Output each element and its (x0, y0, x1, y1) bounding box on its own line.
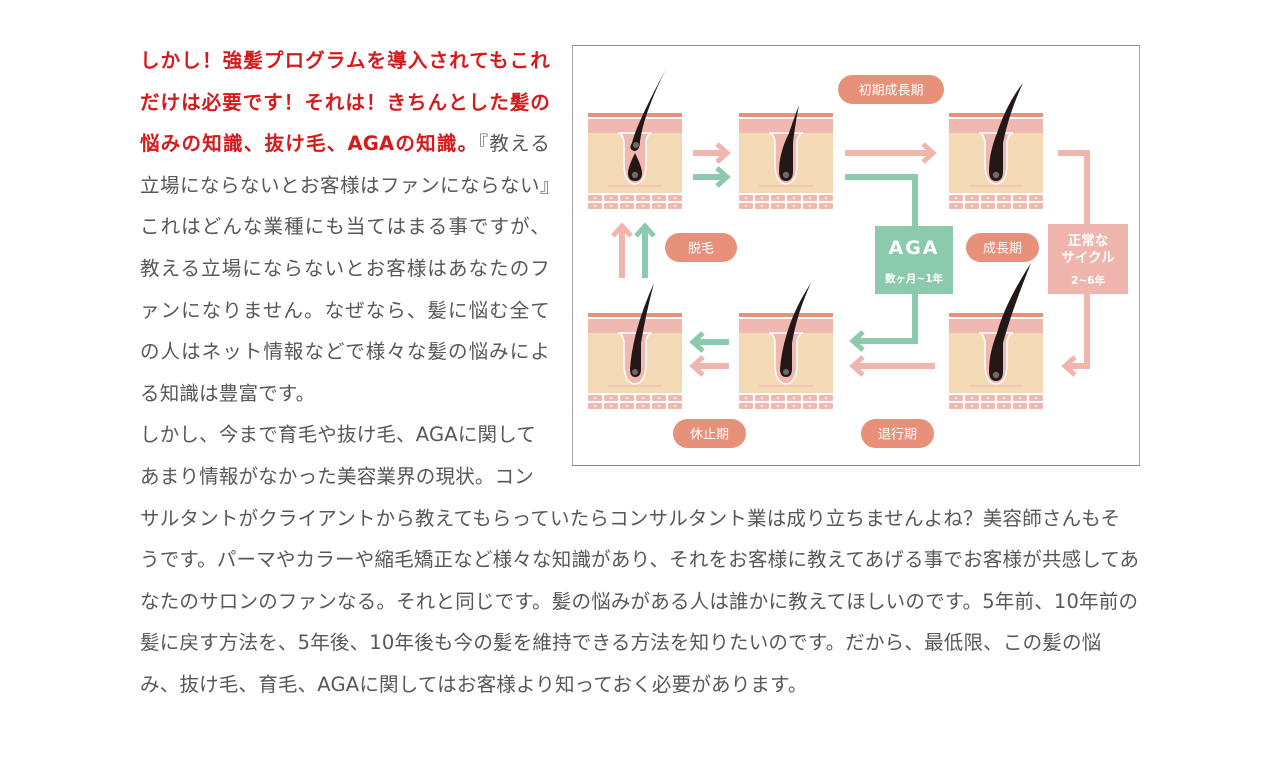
normal-cycle-box: 正常な サイクル 2~6年 (1048, 224, 1128, 294)
normal-cycle-path (1058, 150, 1090, 377)
skin-block-early-growth (738, 105, 834, 210)
label-growth: 成長期 (966, 233, 1039, 262)
label-early-growth: 初期成長期 (838, 75, 944, 104)
svg-text:成長期: 成長期 (983, 242, 1022, 257)
skin-block-regression (948, 263, 1044, 410)
arrow-catagen-to-resting-green (689, 331, 729, 353)
arrow-regression-to-catagen-pink (849, 355, 935, 377)
svg-text:正常な: 正常な (1068, 232, 1109, 249)
skin-block-resting (587, 283, 683, 410)
arrow-catagen-to-resting-pink (689, 355, 729, 377)
svg-text:休止期: 休止期 (690, 428, 729, 443)
arrow-shedding-to-early-pink (693, 142, 731, 164)
skin-block-catagen (738, 283, 834, 410)
label-regression: 退行期 (861, 419, 934, 448)
skin-block-shedding (587, 69, 683, 210)
highlight-text: しかし！強髪プログラムを導入されてもこれだけは必要です！それは！きちんとした髪の… (140, 49, 550, 156)
article: 初期成長期 脱毛 成長期 休止期 退行期 AGA 数ヶ月~ (140, 40, 1140, 706)
svg-text:サイクル: サイクル (1061, 250, 1115, 266)
label-shedding: 脱毛 (665, 233, 737, 262)
label-resting: 休止期 (673, 419, 746, 448)
svg-text:脱毛: 脱毛 (688, 242, 714, 257)
paragraph-1-body: 『教える立場にならないとお客様はファンにならない』これはどんな業種にも当てはまる… (140, 132, 550, 405)
aga-path (845, 174, 918, 352)
svg-text:2~6年: 2~6年 (1071, 274, 1105, 287)
svg-text:初期成長期: 初期成長期 (858, 84, 923, 99)
svg-text:AGA: AGA (888, 237, 939, 259)
hair-cycle-diagram: 初期成長期 脱毛 成長期 休止期 退行期 AGA 数ヶ月~ (572, 45, 1140, 466)
svg-text:数ヶ月~1年: 数ヶ月~1年 (884, 272, 944, 285)
paragraph-1: しかし！強髪プログラムを導入されてもこれだけは必要です！それは！きちんとした髪の… (140, 40, 1140, 414)
aga-box: AGA 数ヶ月~1年 (875, 226, 953, 294)
arrow-early-to-growth-pink (845, 142, 937, 164)
paragraph-2: しかし、今まで育毛や抜け毛、AGAに関してあまり情報がなかった美容業界の現状。コ… (140, 423, 1140, 696)
svg-text:退行期: 退行期 (878, 428, 917, 443)
skin-block-growth (948, 83, 1044, 210)
arrow-resting-to-shedding-pink (611, 222, 633, 278)
hair-cycle-svg: 初期成長期 脱毛 成長期 休止期 退行期 AGA 数ヶ月~ (587, 69, 1128, 448)
arrow-shedding-to-early-green (693, 166, 731, 188)
arrow-resting-to-shedding-green (634, 222, 656, 278)
